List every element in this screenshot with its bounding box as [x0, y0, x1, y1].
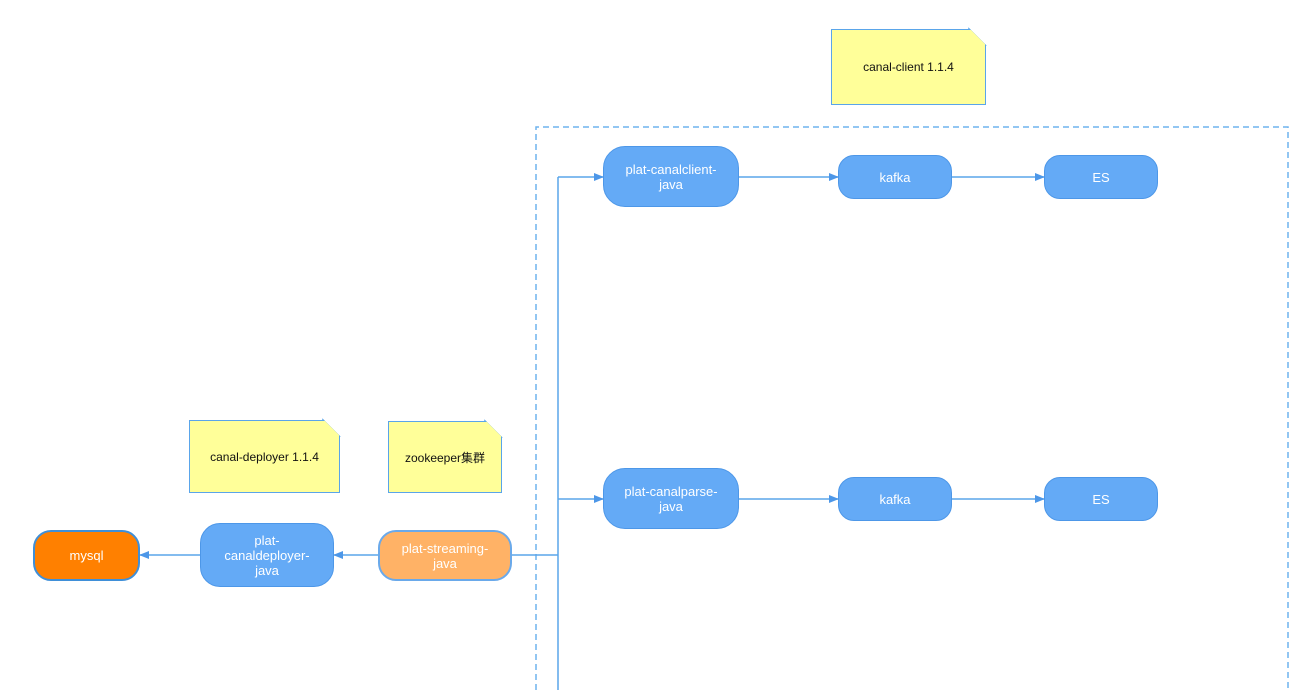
node-canaldeployer-line3: java: [255, 562, 279, 578]
node-kafka-mid-label: kafka: [879, 491, 911, 507]
node-es-mid[interactable]: ES: [1044, 477, 1158, 521]
node-plat-canalparse-java[interactable]: plat-canalparse- java: [603, 468, 739, 529]
node-canalclient-line1: plat-canalclient-: [625, 161, 717, 177]
node-canalparse-line1: plat-canalparse-: [624, 483, 718, 499]
node-kafka-mid[interactable]: kafka: [838, 477, 952, 521]
node-streaming-line2: java: [433, 555, 457, 571]
node-kafka-top[interactable]: kafka: [838, 155, 952, 199]
note-canal-client-version: canal-client 1.1.4: [831, 29, 986, 105]
client-group-boundary: [535, 126, 1289, 690]
node-es-top[interactable]: ES: [1044, 155, 1158, 199]
note-canal-deployer-version: canal-deployer 1.1.4: [189, 420, 340, 493]
node-mysql-label: mysql: [69, 548, 104, 563]
note-zookeeper: zookeeper集群: [388, 421, 502, 493]
node-canaldeployer-line2: canaldeployer-: [224, 547, 310, 563]
node-mysql[interactable]: mysql: [33, 530, 140, 581]
node-canalclient-line2: java: [659, 176, 683, 192]
node-canaldeployer-line1: plat-: [254, 532, 280, 548]
node-plat-canaldeployer-java[interactable]: plat- canaldeployer- java: [200, 523, 334, 587]
note-zookeeper-label: zookeeper集群: [404, 450, 486, 465]
node-kafka-top-label: kafka: [879, 169, 911, 185]
note-canal-deployer-label: canal-deployer 1.1.4: [210, 449, 319, 464]
node-es-top-label: ES: [1092, 169, 1110, 185]
node-streaming-line1: plat-streaming-: [401, 540, 489, 556]
node-es-mid-label: ES: [1092, 491, 1110, 507]
node-plat-streaming-java[interactable]: plat-streaming- java: [378, 530, 512, 581]
node-plat-canalclient-java[interactable]: plat-canalclient- java: [603, 146, 739, 207]
node-canalparse-line2: java: [659, 498, 683, 514]
note-canal-client-label: canal-client 1.1.4: [863, 60, 954, 74]
